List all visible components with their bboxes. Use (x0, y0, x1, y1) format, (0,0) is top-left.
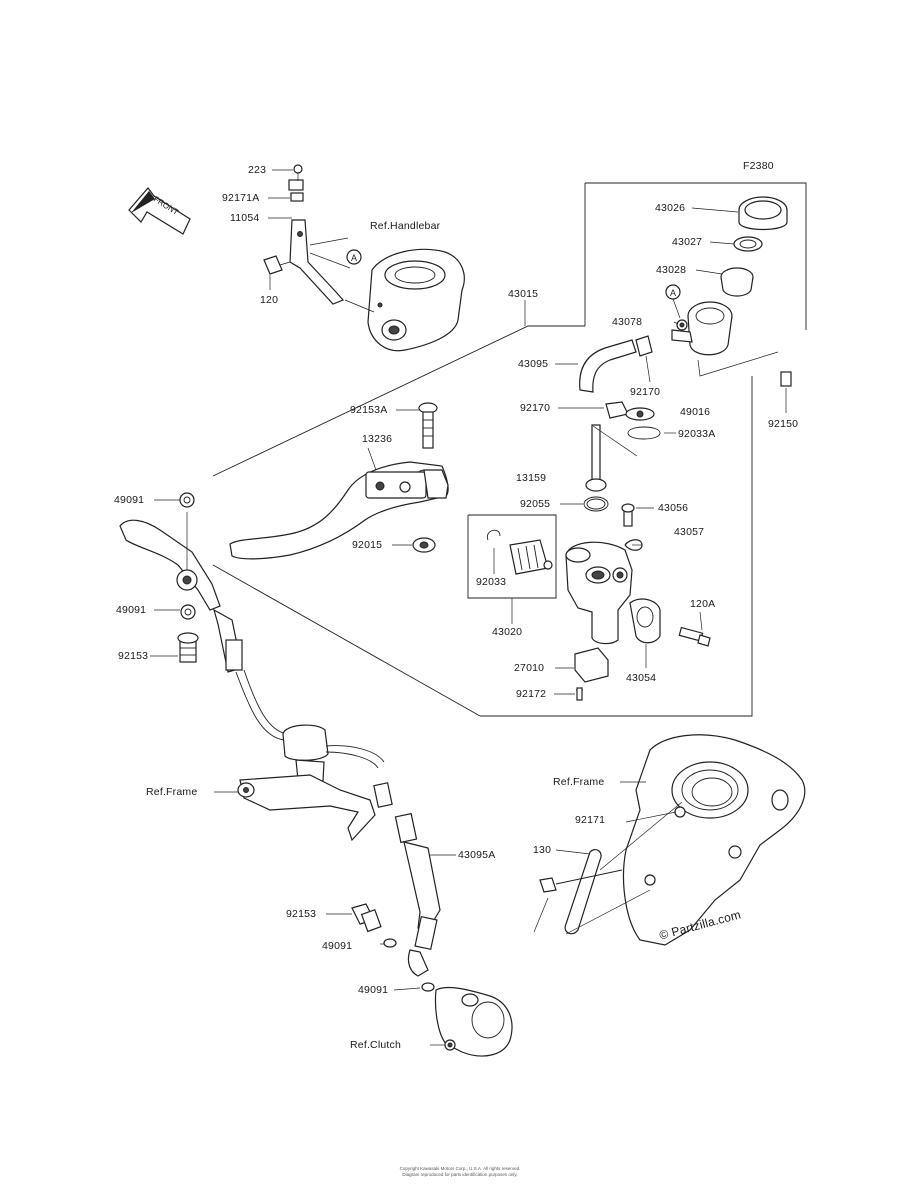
handlebar-switch-housing (367, 248, 465, 352)
part-label-49091-bottom: 49091 (358, 984, 389, 996)
part-label-43054: 43054 (626, 672, 657, 684)
part-label-43020: 43020 (492, 626, 523, 638)
part-label-49091-lower: 49091 (322, 940, 353, 952)
pivot-bolt-92153a (396, 402, 438, 449)
upper-banjo-hose (119, 492, 289, 741)
part-label-120a: 120A (690, 598, 716, 610)
footer-line-2: Diagram reproduced for parts identificat… (402, 1172, 518, 1177)
part-label-92153-lower: 92153 (286, 908, 317, 920)
part-label-43026: 43026 (655, 202, 686, 214)
part-label-130: 130 (533, 844, 552, 856)
part-label-92153a: 92153A (350, 404, 388, 416)
part-label-92170-clamp: 92170 (520, 402, 551, 414)
part-label-92171a: 92171A (222, 192, 260, 204)
part-label-13236: 13236 (362, 433, 393, 445)
part-label-92153-upper: 92153 (118, 650, 149, 662)
part-label-49091-mid: 49091 (116, 604, 147, 616)
part-label-92033a: 92033A (678, 428, 716, 440)
leader-lines-top-left (268, 169, 293, 290)
piston-kit-box (467, 514, 557, 624)
part-label-11054: 11054 (230, 212, 260, 224)
ref-handlebar-label: Ref.Handlebar (370, 220, 441, 232)
part-label-49091-upper: 49091 (114, 494, 145, 506)
part-label-43078: 43078 (612, 316, 643, 328)
callout-a-reservoir: A (665, 284, 681, 319)
bushing-92015 (392, 537, 436, 553)
part-label-92033: 92033 (476, 576, 507, 588)
master-cylinder-body (554, 503, 711, 701)
clutch-lever-13236 (229, 447, 449, 560)
frame-mount-left (214, 724, 376, 842)
frame-head-right (620, 734, 806, 946)
part-label-223: 223 (248, 164, 267, 176)
clutch-slave-cylinder (430, 986, 513, 1057)
lower-banjo-fittings (326, 903, 435, 992)
part-label-43057: 43057 (674, 526, 705, 538)
part-label-92150: 92150 (768, 418, 799, 430)
part-label-92171: 92171 (575, 814, 606, 826)
copyright-footer: Copyright Kawasaki Motors Corp., U.S.A. … (300, 1166, 620, 1178)
part-label-43095: 43095 (518, 358, 549, 370)
clamp-92171-bolt-130 (533, 801, 683, 935)
part-label-92015: 92015 (352, 539, 383, 551)
ref-clutch-label: Ref.Clutch (350, 1039, 402, 1051)
footer-line-1: Copyright Kawasaki Motors Corp., U.S.A. … (399, 1166, 521, 1171)
part-label-92055: 92055 (520, 498, 551, 510)
part-label-92170: 92170 (630, 386, 661, 398)
part-label-43027: 43027 (672, 236, 703, 248)
part-label-43015: 43015 (508, 288, 539, 300)
part-label-27010: 27010 (514, 662, 545, 674)
ref-frame-left-label: Ref.Frame (146, 786, 198, 798)
hose-43095a (325, 745, 456, 977)
part-label-120: 120 (260, 294, 279, 306)
pushrod-assembly (558, 401, 676, 512)
part-label-13159: 13159 (516, 472, 547, 484)
part-label-43056: 43056 (658, 502, 689, 514)
svg-text:A: A (670, 288, 676, 298)
diagram-code: F2380 (743, 160, 774, 172)
svg-text:A: A (351, 253, 357, 263)
callout-a-handlebar: A (346, 249, 362, 265)
part-label-43095a: 43095A (458, 849, 496, 861)
part-label-49016: 49016 (680, 406, 711, 418)
assembly-frame (212, 182, 807, 717)
bracket-11054 (263, 164, 375, 313)
ref-frame-right-label: Ref.Frame (553, 776, 605, 788)
reservoir-assembly (671, 196, 792, 413)
hose-43095 (555, 335, 653, 393)
part-label-92172: 92172 (516, 688, 547, 700)
front-arrow: FRONT (128, 187, 191, 235)
part-label-43028: 43028 (656, 264, 687, 276)
